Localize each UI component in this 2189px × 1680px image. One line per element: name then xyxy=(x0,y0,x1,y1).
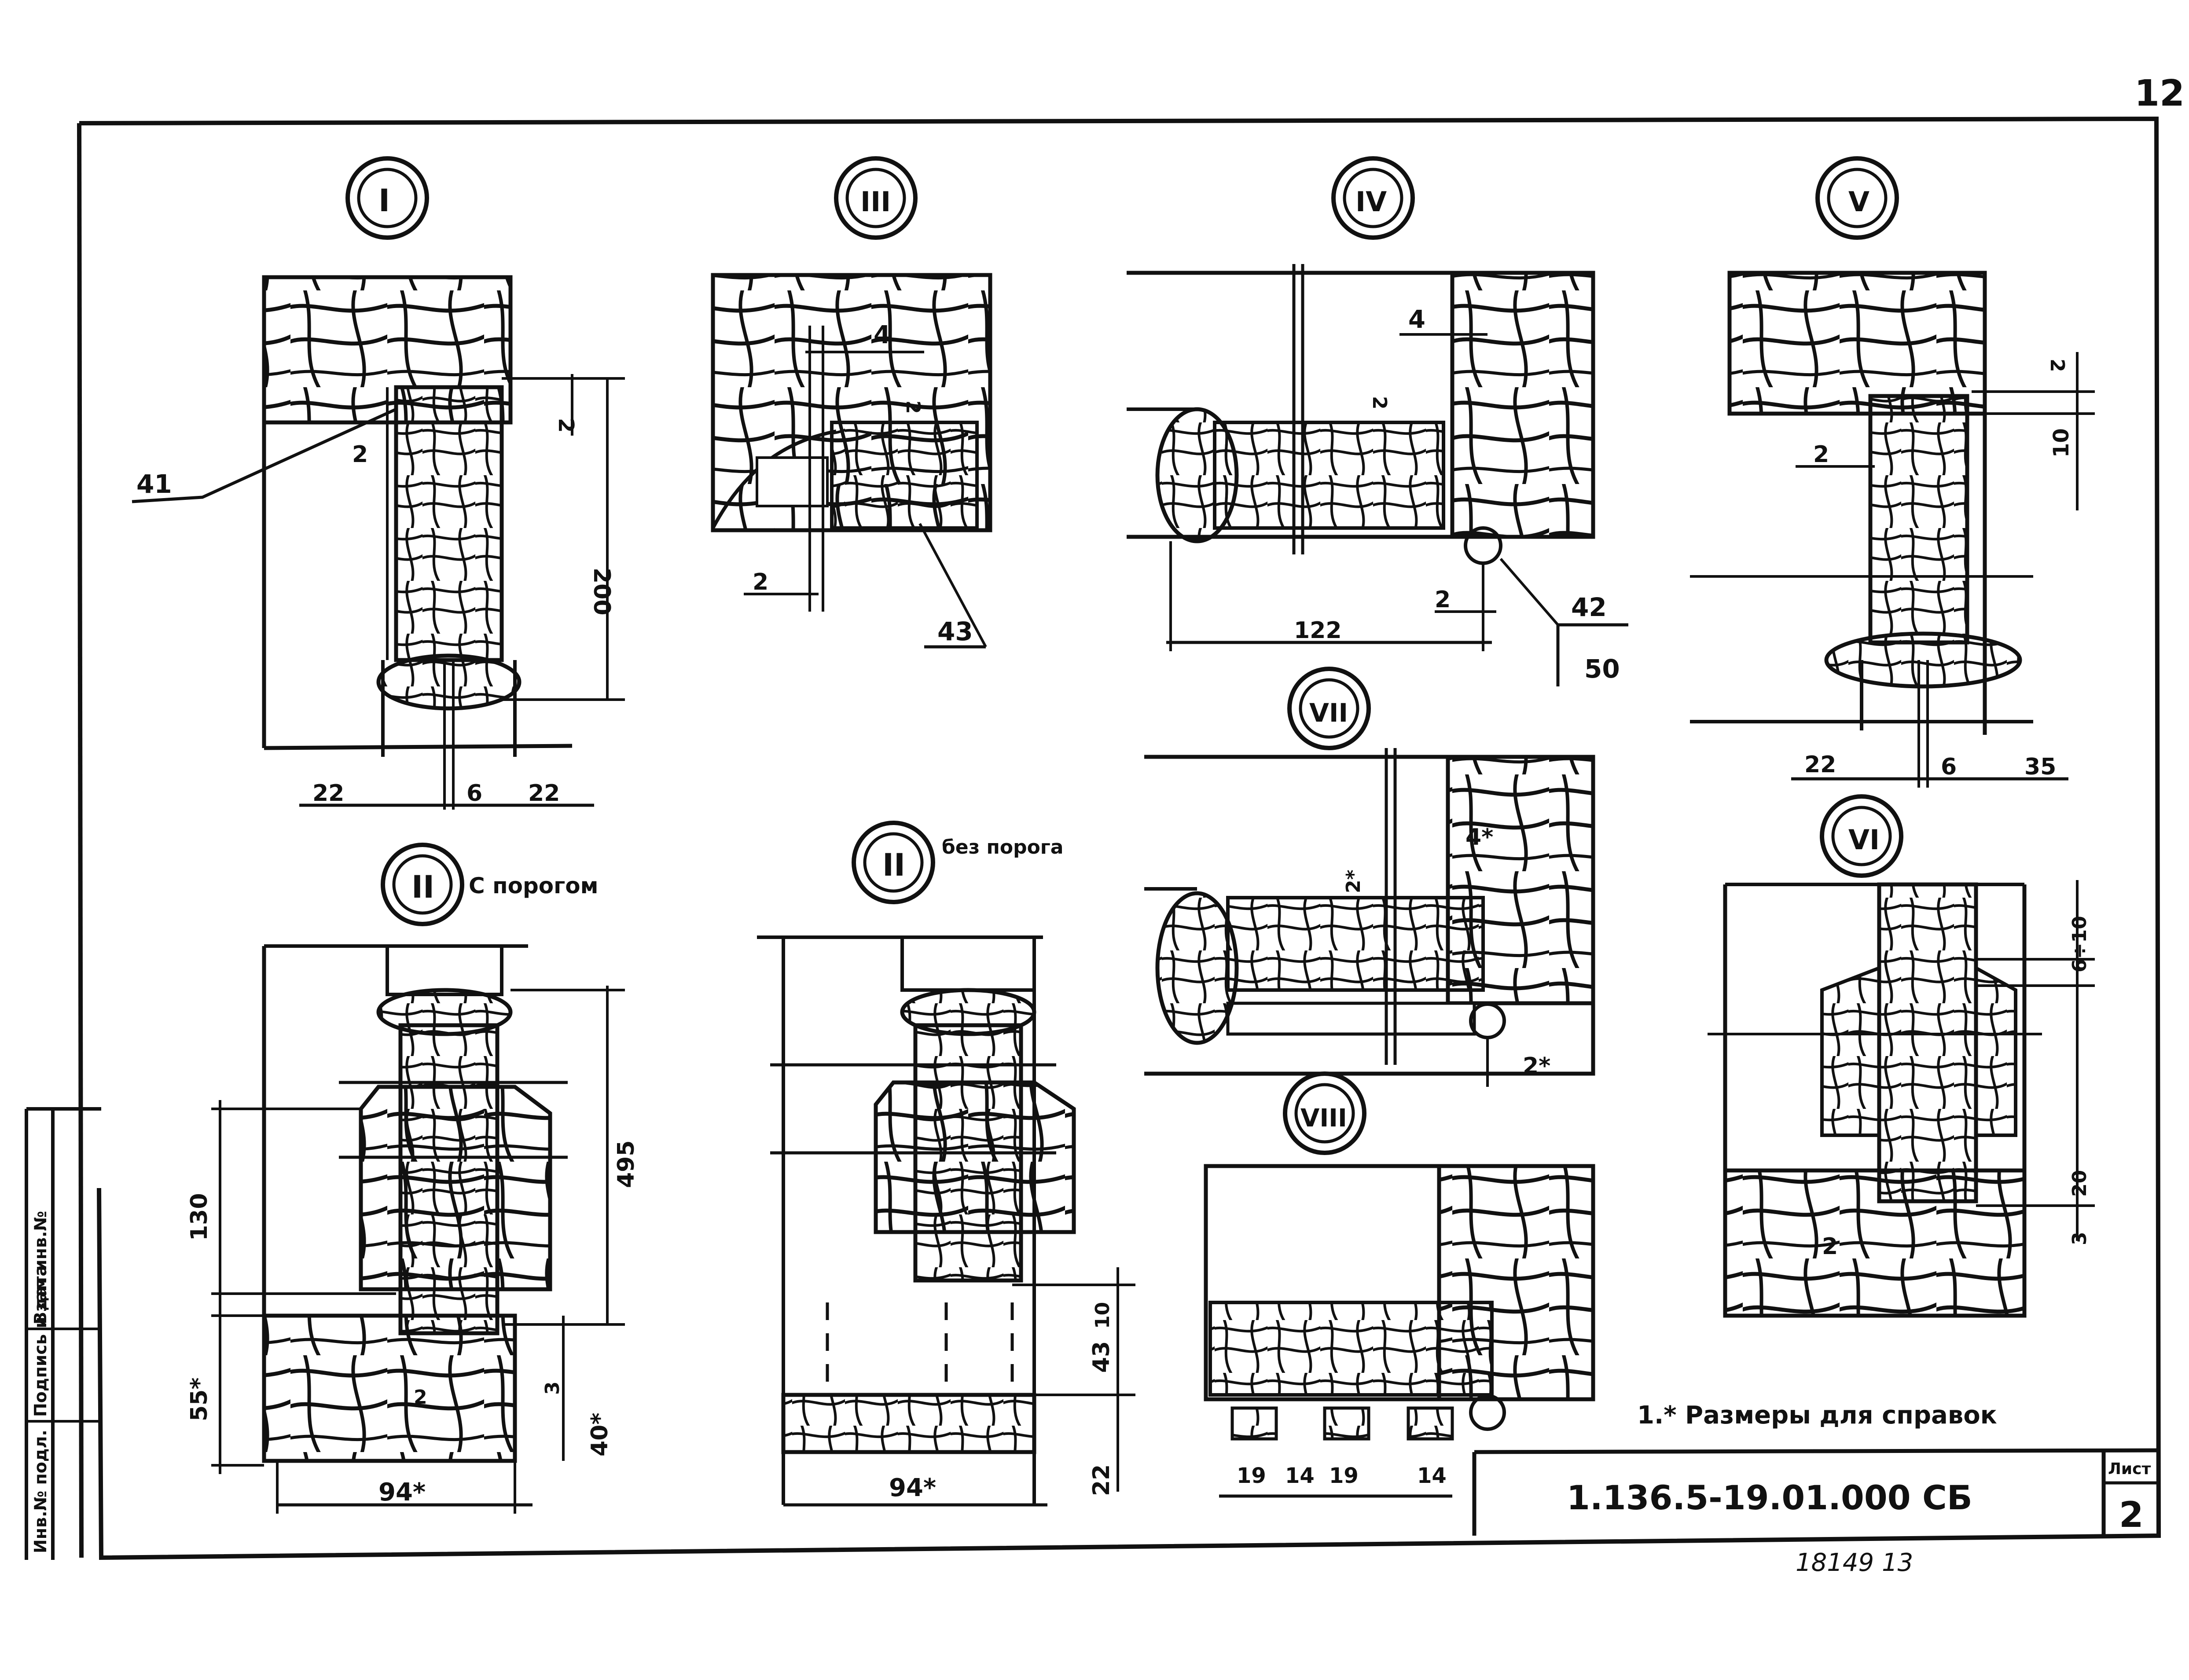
dim-IV-2b: 2 xyxy=(1435,587,1451,613)
dim-I-6: 6 xyxy=(466,780,482,807)
dim-IIa-40star: 40* xyxy=(587,1412,613,1456)
dim-VIII-14b: 14 xyxy=(1417,1464,1447,1488)
dim-I-2b: 2 xyxy=(352,441,368,468)
dim-I-22b: 22 xyxy=(528,780,560,807)
dim-IIa-3: 3 xyxy=(541,1381,564,1395)
dim-I-22a: 22 xyxy=(312,780,344,807)
dim-VI-3: 3 xyxy=(2068,1232,2091,1245)
detail-I xyxy=(132,156,625,810)
dim-V-2b: 2 xyxy=(1813,441,1829,468)
detail-II-without-threshold xyxy=(757,821,1135,1507)
detail-VIII xyxy=(1204,1071,1595,1498)
dim-VI-2: 2 xyxy=(1822,1233,1838,1260)
dim-V-22: 22 xyxy=(1804,752,1836,778)
detail-III xyxy=(711,156,992,649)
detail-VI xyxy=(1708,794,2095,1318)
dim-IIa-130: 130 xyxy=(186,1193,213,1241)
sheet-number: 2 xyxy=(2119,1494,2144,1535)
detail-label-II-a: II xyxy=(411,869,434,905)
page-number: 12 xyxy=(2134,73,2185,114)
detail-label-VII: VII xyxy=(1309,698,1348,728)
dim-VIII-19a: 19 xyxy=(1237,1464,1266,1488)
stamp-replaced-inv-no: Взам инв.№ xyxy=(31,1211,50,1324)
dim-VI-20: 20 xyxy=(2068,1170,2091,1197)
dim-IIb-10: 10 xyxy=(1091,1302,1114,1329)
bottom-numbers: 18149 13 xyxy=(1796,1548,1913,1577)
detail-label-VI: VI xyxy=(1848,824,1880,856)
detail-note-II-b: без порога xyxy=(942,836,1063,858)
dim-V-10: 10 xyxy=(2049,428,2074,458)
detail-V xyxy=(1690,156,2095,788)
dim-IIb-22: 22 xyxy=(1088,1464,1115,1496)
drawing-designation: 1.136.5-19.01.000 СБ xyxy=(1567,1478,1972,1517)
dim-IIa-2: 2 xyxy=(414,1386,427,1409)
sheet-frame xyxy=(25,116,2161,1560)
dim-IIb-94star: 94* xyxy=(889,1474,936,1502)
callout-41: 41 xyxy=(136,469,172,499)
dim-IIa-495: 495 xyxy=(613,1140,639,1188)
footnote: 1.* Размеры для справок xyxy=(1637,1401,1997,1430)
dim-VII-2star-a: 2* xyxy=(1342,869,1365,893)
detail-label-III: III xyxy=(860,186,891,218)
detail-label-I: I xyxy=(378,183,390,219)
dim-I-200: 200 xyxy=(588,568,615,616)
dim-VII-4star: 4* xyxy=(1465,824,1493,851)
detail-label-II-b: II xyxy=(882,847,905,883)
stamp-inv-no-original: Инв.№ подл. xyxy=(31,1430,50,1553)
dim-IV-4: 4 xyxy=(1408,305,1425,334)
detail-VII xyxy=(1144,667,1595,1087)
detail-IV xyxy=(1127,156,1628,686)
text-layer: 12 I III IV V VII II С порогом II без по… xyxy=(31,73,2185,1577)
dim-III-2b: 2 xyxy=(753,569,768,595)
callout-50: 50 xyxy=(1584,654,1620,684)
dim-III-2a: 2 xyxy=(902,400,924,414)
dim-V-35: 35 xyxy=(2024,754,2056,780)
dim-VIII-14a: 14 xyxy=(1285,1464,1315,1488)
detail-II-with-threshold xyxy=(211,843,625,1514)
dim-IIb-43: 43 xyxy=(1088,1341,1115,1373)
dim-III-4: 4 xyxy=(874,321,891,349)
sheet-label: Лист xyxy=(2108,1460,2151,1478)
dim-V-2a: 2 xyxy=(2046,359,2068,372)
stamp-signature-date: Подпись и дата xyxy=(31,1265,50,1417)
detail-label-V: V xyxy=(1848,186,1869,218)
detail-label-VIII: VIII xyxy=(1300,1104,1347,1133)
dim-IIa-55star: 55* xyxy=(186,1377,213,1421)
dim-VII-2star-b: 2* xyxy=(1523,1053,1550,1079)
dim-I-2a: 2 xyxy=(554,418,578,433)
dim-IIa-94star: 94* xyxy=(378,1478,426,1507)
callout-43: 43 xyxy=(937,616,973,646)
dim-IV-2a: 2 xyxy=(1368,396,1391,410)
dim-VIII-19b: 19 xyxy=(1329,1464,1359,1488)
dim-V-6: 6 xyxy=(1941,754,1957,780)
detail-note-II-a: С порогом xyxy=(469,873,598,899)
dim-VI-6to10: 6÷10 xyxy=(2068,916,2091,972)
callout-42: 42 xyxy=(1571,592,1607,622)
detail-label-IV: IV xyxy=(1355,186,1387,218)
dim-IV-122: 122 xyxy=(1294,617,1342,644)
